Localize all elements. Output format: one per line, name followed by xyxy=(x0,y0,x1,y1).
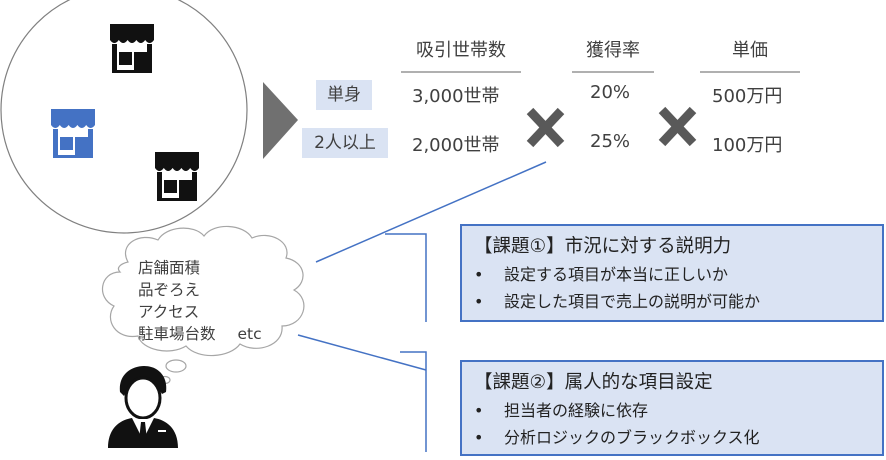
connector-line xyxy=(297,334,427,371)
cloud-item: 品ぞろえ xyxy=(138,281,201,299)
cloud-item: アクセス xyxy=(138,303,200,321)
row-label-multi: 2人以上 xyxy=(302,128,388,158)
value-rate: 25% xyxy=(590,131,631,152)
issue-bullet: •分析ロジックのブラックボックス化 xyxy=(474,428,760,447)
issue-bullet: •設定した項目で売上の説明が可能か xyxy=(474,292,761,311)
row-label-single: 単身 xyxy=(316,80,372,110)
header-unit-price: 単価 xyxy=(732,40,768,61)
bracket xyxy=(385,233,427,322)
value-households: 3,000世帯 xyxy=(412,86,500,107)
thought-cloud xyxy=(101,225,305,385)
issue-title: 【課題②】属人的な項目設定 xyxy=(474,372,713,393)
issue-bullet: •設定する項目が本当に正しいか xyxy=(474,265,729,284)
value-price: 500万円 xyxy=(712,86,783,107)
header-acquisition-rate: 獲得率 xyxy=(586,40,640,61)
issue-bullet: •担当者の経験に依存 xyxy=(474,401,649,420)
multiply-icon xyxy=(658,106,697,147)
multiply-icon xyxy=(526,107,565,148)
value-rate: 20% xyxy=(590,82,631,103)
arrow-right-icon xyxy=(263,82,298,159)
issue-box-2: 【課題②】属人的な項目設定 •担当者の経験に依存 •分析ロジックのブラックボック… xyxy=(460,360,884,456)
value-households: 2,000世帯 xyxy=(412,135,500,156)
header-households: 吸引世帯数 xyxy=(416,40,506,61)
value-price: 100万円 xyxy=(712,135,783,156)
connector-line xyxy=(315,161,547,263)
market-area-circle xyxy=(0,0,248,234)
bracket xyxy=(400,351,427,452)
businessman-icon xyxy=(108,366,178,448)
issue-title: 【課題①】市況に対する説明力 xyxy=(474,236,732,257)
cloud-item: 店舗面積 xyxy=(138,259,201,277)
cloud-etc: etc xyxy=(237,325,262,343)
issue-box-1: 【課題①】市況に対する説明力 •設定する項目が本当に正しいか •設定した項目で売… xyxy=(460,224,884,322)
